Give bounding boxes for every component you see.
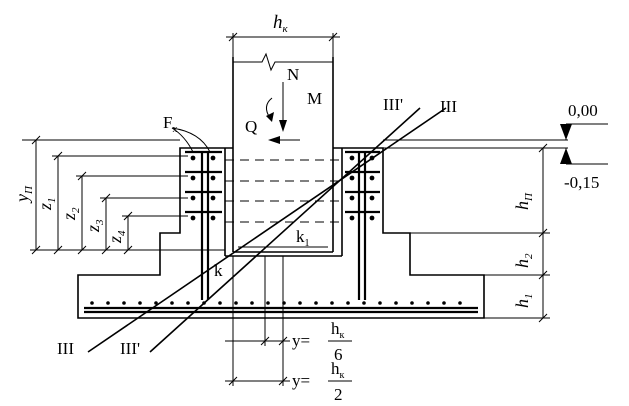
- slab-rebar-dot: [314, 301, 318, 305]
- slab-rebar-dot: [90, 301, 94, 305]
- y-eq-hk2-label: y=: [292, 371, 310, 390]
- slab-rebar-dot: [250, 301, 254, 305]
- level-000-label: 0,00: [568, 101, 598, 120]
- bottom-dimensions: [225, 256, 290, 386]
- ground-levels: [22, 139, 568, 149]
- M-label: M: [307, 89, 322, 108]
- left-dimensions: [30, 135, 225, 255]
- slab-rebar-dot: [298, 301, 302, 305]
- dashed-levels: [225, 159, 342, 223]
- yP-label: yП: [12, 185, 35, 204]
- section-lines: [87, 107, 447, 353]
- slab-rebar-dot: [154, 301, 158, 305]
- slab-rebar-dot: [442, 301, 446, 305]
- slab-rebar-dot: [378, 301, 382, 305]
- Q-label: Q: [245, 117, 257, 136]
- z4-label: z4: [105, 230, 128, 244]
- fx-leaders: [171, 127, 211, 153]
- slab-rebar-dot: [218, 301, 222, 305]
- slab-rebar-dot: [186, 301, 190, 305]
- slab-rebar-dot: [234, 301, 238, 305]
- slab-rebar-dot: [394, 301, 398, 305]
- Fx-label: Fx: [163, 113, 177, 135]
- hk-dimension: [226, 32, 340, 57]
- slab-reinforcement: [84, 301, 478, 314]
- frac2-denominator: 2: [334, 385, 343, 404]
- k-label: k: [214, 261, 223, 280]
- right-dimensions: [410, 143, 550, 323]
- slab-rebar-dot: [346, 301, 350, 305]
- N-label: N: [287, 65, 299, 84]
- slab-rebar-dot: [426, 301, 430, 305]
- h2-label: h2: [512, 253, 535, 268]
- frac1-denominator: 6: [334, 345, 343, 364]
- loads: [266, 82, 300, 144]
- z1-label: z1: [35, 197, 58, 211]
- slab-rebar-dot: [362, 301, 366, 305]
- slab-rebar-dot: [458, 301, 462, 305]
- frac1-numerator: hк: [331, 319, 345, 341]
- z3-label: z3: [83, 219, 106, 233]
- column: [232, 52, 334, 253]
- k1-label: k1: [296, 227, 310, 249]
- h1-label: h1: [512, 294, 535, 309]
- level-015-label: -0,15: [564, 173, 599, 192]
- slab-rebar-dot: [138, 301, 142, 305]
- hP-label: hП: [512, 192, 535, 210]
- section-III-prime-top: III': [383, 95, 403, 114]
- hk-label: hк: [273, 12, 289, 35]
- slab-rebar-dot: [122, 301, 126, 305]
- z2-label: z2: [59, 207, 82, 221]
- slab-rebar-dot: [266, 301, 270, 305]
- slab-rebar-dot: [410, 301, 414, 305]
- slab-rebar-dot: [106, 301, 110, 305]
- section-III-prime-left: III': [120, 339, 140, 358]
- slab-rebar-dot: [170, 301, 174, 305]
- section-III-left: III: [57, 339, 74, 358]
- level-markers: [560, 123, 608, 165]
- y-eq-hk6-label: y=: [292, 331, 310, 350]
- left-reinforcement: [185, 150, 222, 300]
- frac2-numerator: hк: [331, 359, 345, 381]
- section-III-top: III: [440, 97, 457, 116]
- slab-rebar-dot: [330, 301, 334, 305]
